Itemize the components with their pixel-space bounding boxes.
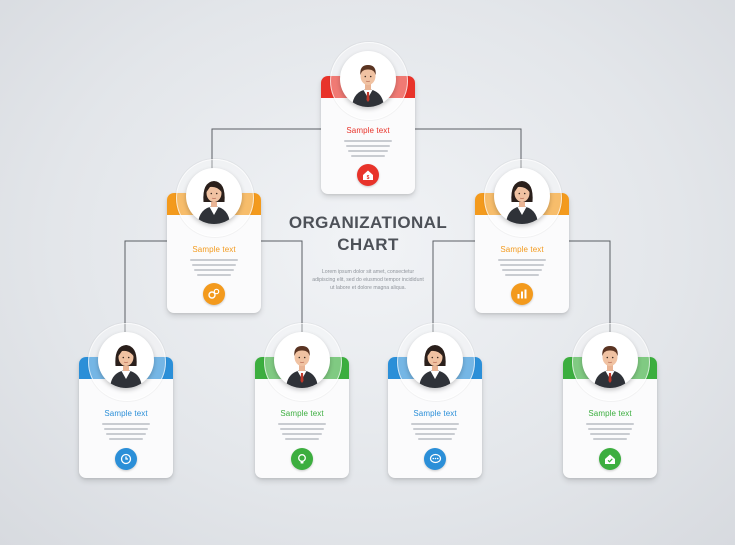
clock-icon [115,448,137,470]
org-node-bottom-1[interactable]: Sample text [79,323,173,478]
text-lines [584,423,636,443]
node-title: Sample text [413,409,457,418]
node-title: Sample text [346,126,390,135]
text-lines [276,423,328,443]
org-node-right[interactable]: Sample text [475,159,569,313]
avatar [274,332,330,388]
description-text: Lorem ipsum dolor sit amet, consectetur … [312,269,424,291]
connector-left-b2 [260,240,303,332]
avatar [98,332,154,388]
connector-right-b4 [568,240,611,332]
home-dollar-icon: $ [357,164,379,186]
gears-icon [203,283,225,305]
text-lines [342,140,394,160]
avatar [494,168,550,224]
text-lines [100,423,152,443]
org-node-bottom-3[interactable]: Sample text [388,323,482,478]
lightbulb-icon [291,448,313,470]
avatar [582,332,638,388]
connector-left-b1 [124,240,167,332]
text-lines [496,259,548,279]
bar-chart-icon [511,283,533,305]
node-title: Sample text [280,409,324,418]
org-node-bottom-2[interactable]: Sample text [255,323,349,478]
text-lines [409,423,461,443]
org-node-bottom-4[interactable]: Sample text [563,323,657,478]
svg-text:$: $ [367,175,370,181]
connector-right-b3 [432,240,475,332]
avatar [407,332,463,388]
chart-title-line2: CHART [337,235,399,254]
chat-icon [424,448,446,470]
chart-title-line1: ORGANIZATIONAL [288,213,448,232]
org-node-top[interactable]: Sample text $ [321,42,415,194]
node-title: Sample text [192,245,236,254]
house-check-icon [599,448,621,470]
node-title: Sample text [588,409,632,418]
avatar [340,51,396,107]
org-node-left[interactable]: Sample text [167,159,261,313]
connector-top-right [414,128,522,170]
text-lines [188,259,240,279]
node-title: Sample text [104,409,148,418]
node-title: Sample text [500,245,544,254]
connector-top-left [211,128,321,170]
chart-title: ORGANIZATIONAL CHART [283,212,453,256]
avatar [186,168,242,224]
